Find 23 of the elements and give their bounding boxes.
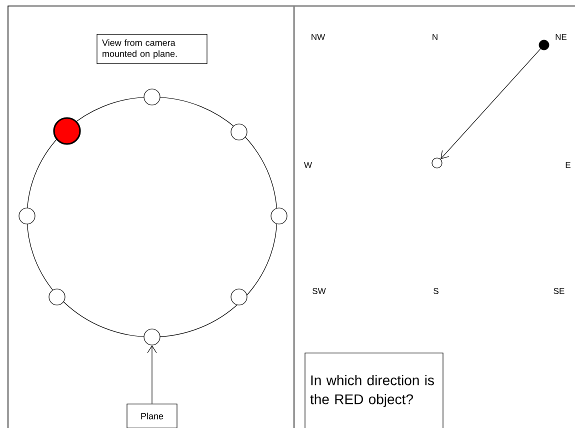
compass-label: NW [312, 34, 326, 40]
caption-box: View from camera mounted on plane. [96, 34, 208, 64]
arrow [440, 48, 541, 160]
plane-box: Plane [126, 404, 178, 428]
marker-circle [48, 288, 66, 306]
marker-circle [230, 288, 248, 306]
marker-circle [18, 208, 36, 224]
arrow [147, 345, 157, 404]
marker-circle [144, 88, 160, 106]
marker-circle [144, 328, 160, 346]
compass-label: E [566, 162, 570, 168]
marker-circle [270, 208, 288, 224]
marker-circle [230, 124, 248, 140]
compass-label: NE [556, 34, 567, 40]
marker-circle [432, 158, 442, 168]
compass-label: S [434, 288, 438, 294]
object-marker [538, 40, 550, 50]
compass-label: SE [554, 288, 564, 294]
compass-label: N [432, 34, 438, 40]
compass-label: W [304, 162, 312, 168]
compass-label: SW [312, 288, 326, 294]
target-object [53, 117, 81, 145]
question-box: In which direction is the RED object? [304, 352, 444, 428]
